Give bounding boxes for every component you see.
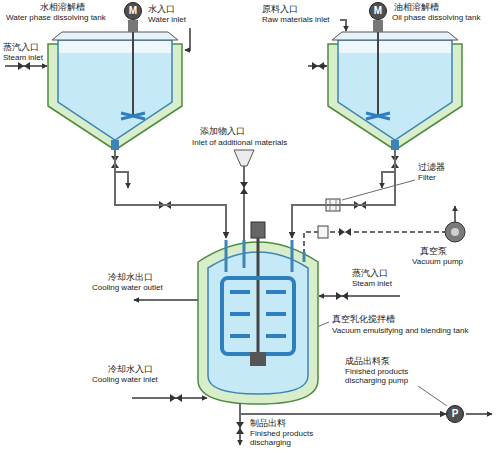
water-phase-tank: 水相溶解槽Water phase dissolving tank (40, 32, 190, 150)
callout-label: 冷却水出口 (108, 272, 153, 282)
valves (312, 62, 324, 70)
tank-name-cn: 油相溶解槽 (394, 2, 439, 12)
motor-circle: M (369, 2, 387, 20)
tank-name-en: Oil phase dissolving tank (392, 13, 481, 22)
pipes (319, 295, 400, 297)
pipe-connector (240, 404, 446, 414)
tank-outline (377, 32, 379, 116)
valves (18, 62, 30, 70)
tank-outline (222, 278, 294, 354)
pipe-connector (292, 150, 395, 238)
tank-outline (251, 222, 265, 238)
filters-and-hopper (234, 150, 254, 166)
callout-label: Cooling water outlet (92, 283, 163, 292)
callout-label: Water inlet (148, 15, 186, 24)
pipes (340, 20, 346, 31)
leader-lines (342, 180, 415, 200)
tank-outline (111, 140, 119, 150)
callout-label: 制品出料 (250, 418, 286, 428)
tank-outline (132, 32, 134, 116)
motor-letter: P (452, 409, 459, 419)
pipes (454, 206, 456, 222)
valves (170, 394, 182, 402)
tank-outline (52, 32, 178, 40)
tank-outline (230, 292, 286, 336)
tank-outline (59, 41, 171, 53)
tank-outline (257, 238, 260, 356)
callout-label: 冷却水入口 (108, 364, 153, 374)
filters-and-hopper (451, 228, 459, 236)
valves (336, 292, 348, 300)
motor-letter: M (129, 6, 137, 16)
emulsifying-tank: 真空乳化搅拌槽Vacuum emulsifying and blending t… (198, 238, 318, 404)
oil-phase-tank: 油相溶解槽Oil phase dissolving tank (320, 32, 470, 150)
leader-lines (418, 386, 447, 406)
pump-circle: P (446, 405, 464, 423)
callout-label: 原料入口 (262, 4, 298, 14)
callout-label: Cooling water inlet (92, 375, 158, 384)
tank-outline (250, 352, 266, 366)
pipes (134, 299, 198, 301)
tank-outline (338, 40, 452, 140)
callout-label: 过滤器 (418, 162, 445, 172)
pipes (466, 413, 492, 415)
motor-circle: M (124, 2, 142, 20)
tank-outline (373, 20, 383, 32)
filters-and-hopper (445, 222, 465, 242)
tank-outline (198, 238, 318, 404)
pipes (132, 397, 207, 399)
tank-outline (366, 113, 390, 119)
tank-name-cn: 水相溶解槽 (40, 2, 85, 12)
tank-outline (58, 40, 172, 140)
tank-outline (332, 32, 458, 40)
callout-label: 蒸汽入口 (352, 268, 388, 278)
motor-letter: M (374, 6, 382, 16)
callout-label: Steam inlet (352, 279, 392, 288)
callout-label: 蒸汽入口 (3, 42, 39, 52)
callout-label: Finished products discharging pump (345, 367, 445, 385)
callout-label: 成品出料泵 (345, 356, 390, 366)
callout-label: Filter (418, 173, 436, 182)
tank-outline (121, 113, 145, 119)
callout-label: Steam inlet (3, 53, 43, 62)
filters-and-hopper (234, 150, 465, 242)
valves (339, 228, 351, 236)
callout-label: Raw materials inlet (262, 15, 330, 24)
pipe-connector (115, 150, 226, 238)
pipes (243, 166, 245, 240)
pipes (115, 172, 128, 188)
callout-label: 水入口 (148, 4, 175, 14)
pipes (5, 20, 492, 445)
tank-name-cn: 真空乳化搅拌槽 (332, 314, 395, 324)
callout-label: Vacuum pump (412, 257, 463, 266)
tank-outline (339, 41, 451, 53)
tank-outline (391, 140, 399, 150)
tank-name-en: Vacuum emulsifying and blending tank (332, 326, 468, 335)
callout-label: 添加物入口 (200, 126, 245, 136)
filters-and-hopper (318, 226, 328, 238)
tank-name-en: Water phase dissolving tank (6, 13, 106, 22)
tank-outline (40, 32, 190, 150)
leader-lines (310, 180, 447, 406)
callout-label: 真空泵 (420, 246, 447, 256)
tank-outline (226, 240, 304, 272)
callout-label: Inlet of additional materials (192, 138, 287, 147)
tank-outline (320, 32, 470, 150)
tank-outline (128, 20, 138, 32)
pipes (185, 28, 190, 50)
callout-label: Finished products discharging (250, 429, 330, 447)
valves (240, 182, 248, 194)
valves (236, 422, 244, 434)
